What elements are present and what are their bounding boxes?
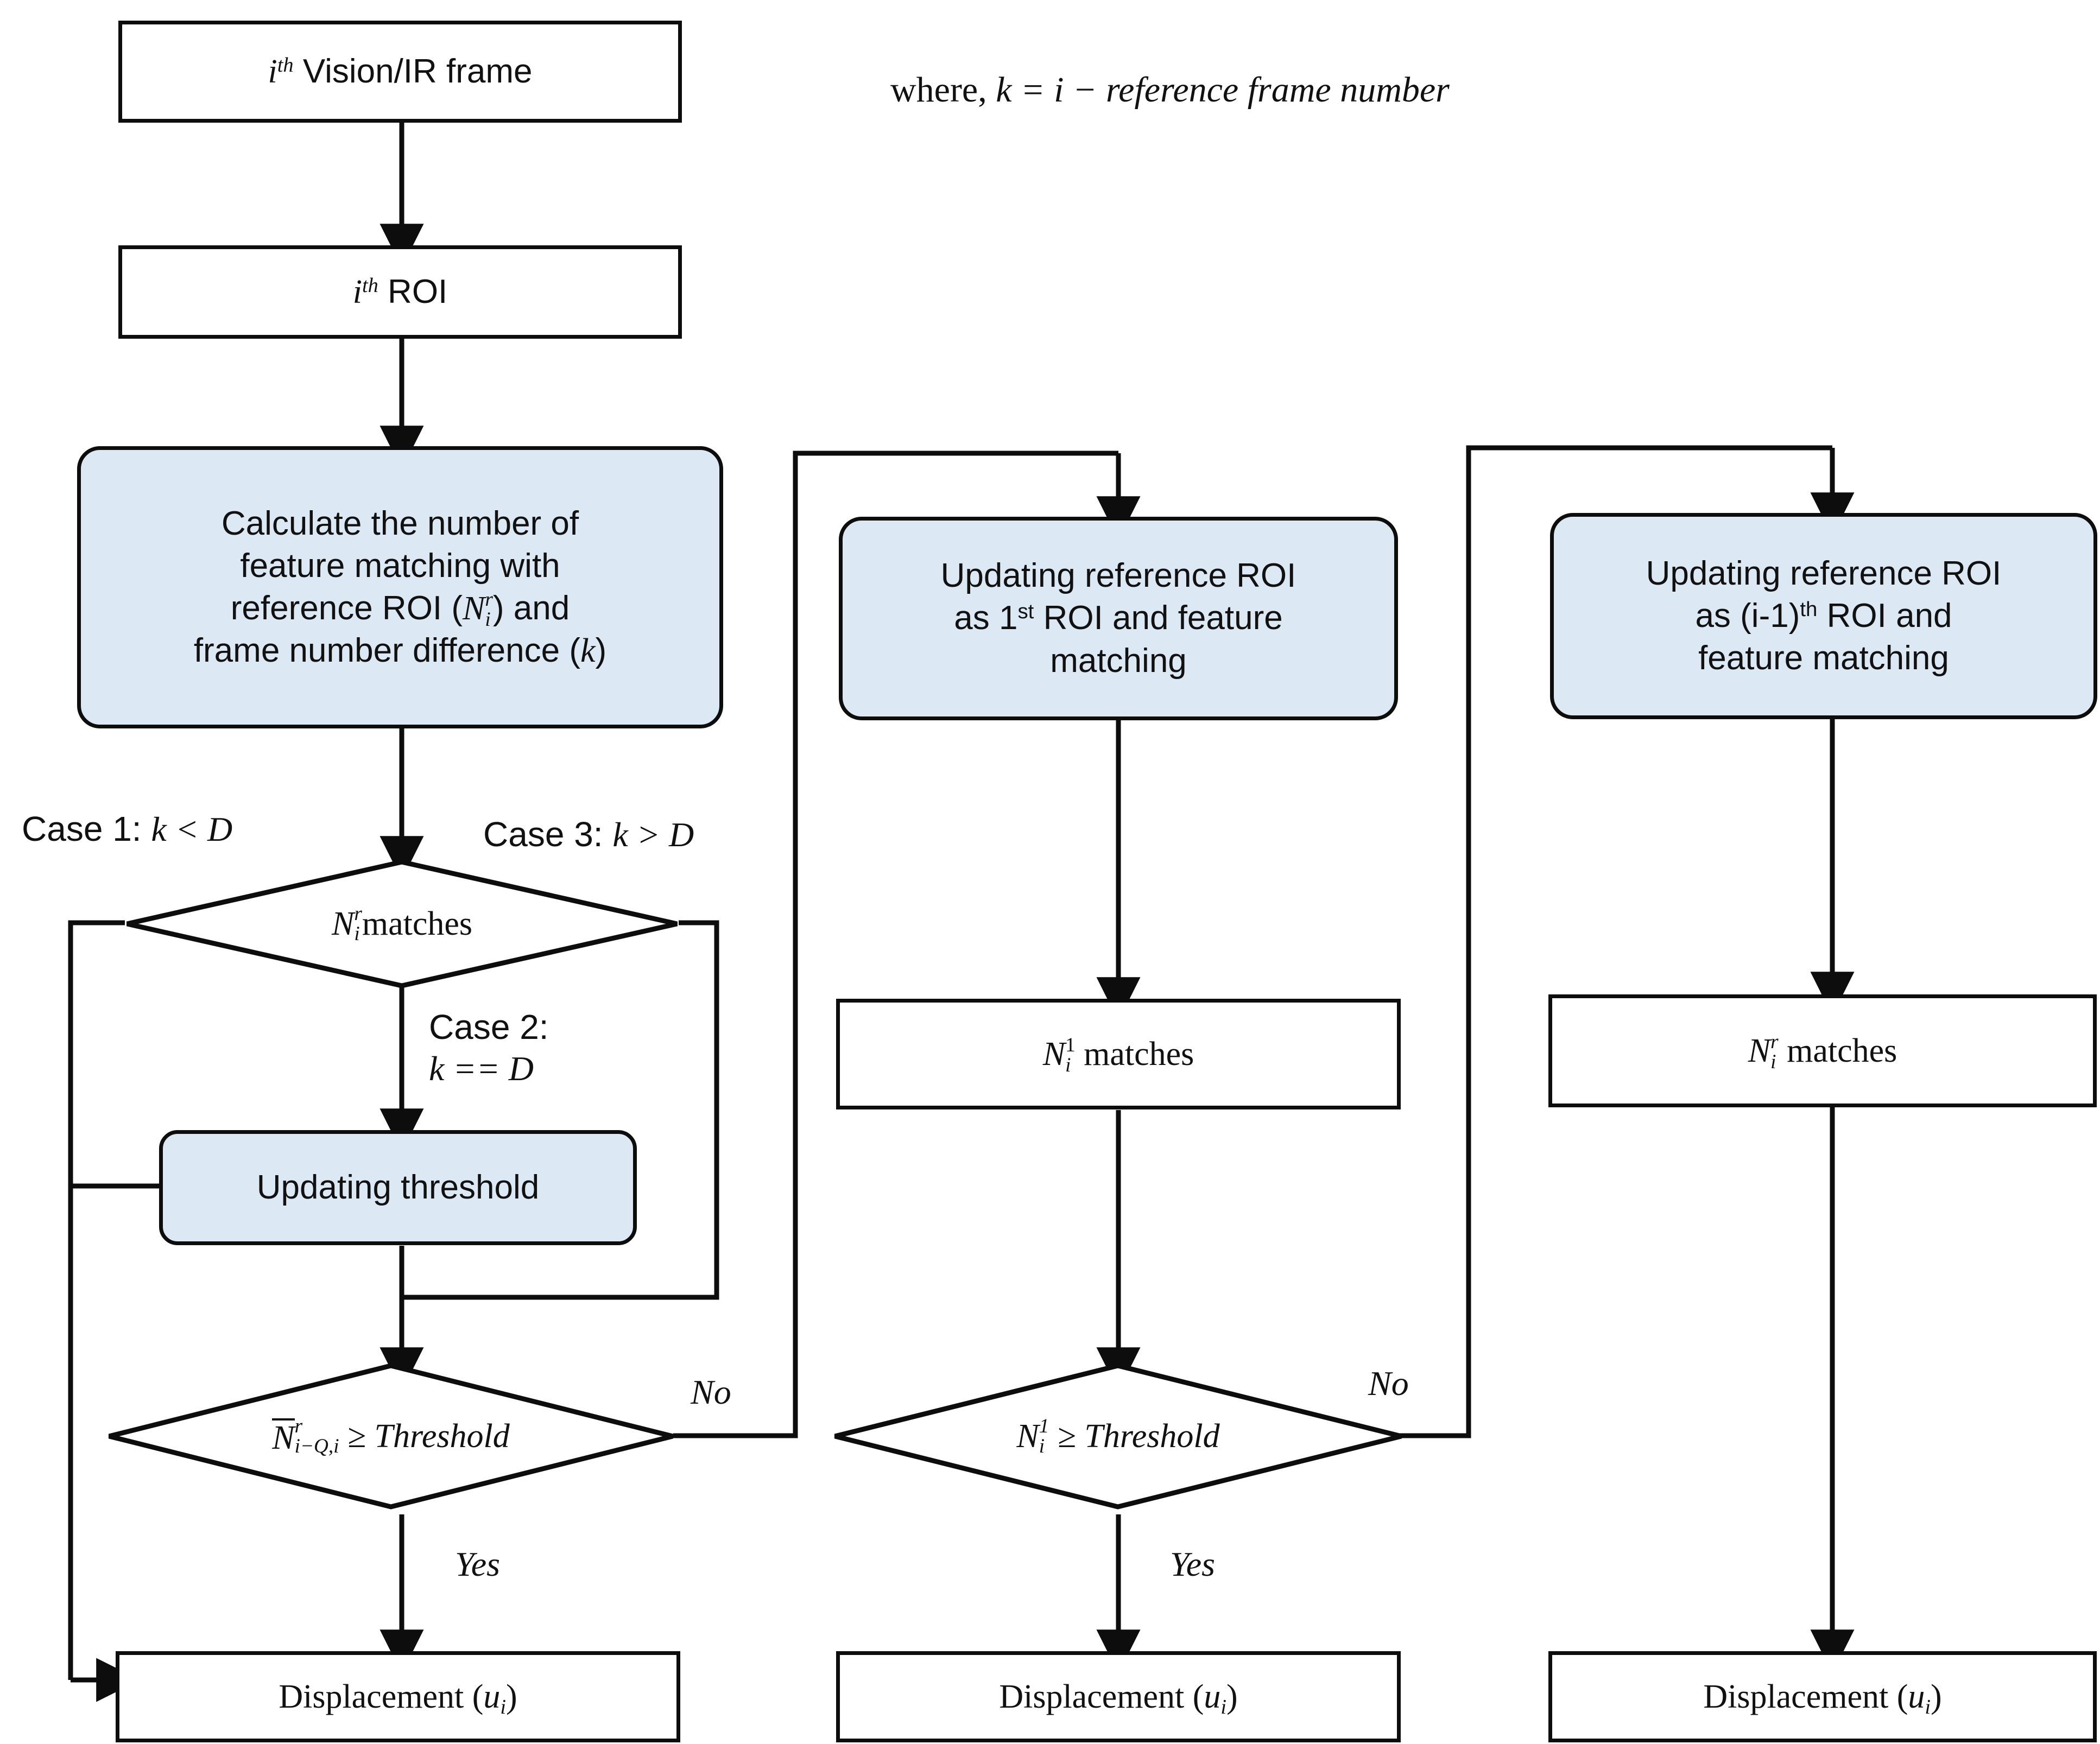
- where-note-text: where,: [890, 70, 996, 110]
- edge-label-case-2: Case 2: k == D: [429, 1007, 549, 1089]
- node-displacement-middle[interactable]: Displacement (ui): [836, 1651, 1401, 1742]
- edge-label-case-2-line2: k == D: [429, 1049, 534, 1088]
- node-displacement-right[interactable]: Displacement (ui): [1548, 1651, 2097, 1742]
- edge-label-case-1: Case 1: k < D: [22, 809, 233, 848]
- decision-ni-1-threshold-shape: [834, 1363, 1402, 1510]
- where-note-equation: k = i − reference frame number: [996, 70, 1450, 110]
- edge-label-case-2-line1: Case 2:: [429, 1007, 549, 1047]
- node-ith-vision-ir-frame-label: ith Vision/IR frame: [268, 52, 533, 90]
- node-displacement-right-label: Displacement (ui): [1703, 1678, 1942, 1718]
- decision-ni-r-matches-shape: [126, 859, 678, 988]
- node-ith-roi[interactable]: ith ROI: [118, 245, 682, 339]
- node-ith-vision-ir-frame[interactable]: ith Vision/IR frame: [118, 21, 682, 123]
- node-ith-roi-label: ith ROI: [352, 272, 448, 310]
- node-updating-threshold[interactable]: Updating threshold: [159, 1130, 637, 1245]
- node-displacement-middle-label: Displacement (ui): [999, 1678, 1238, 1718]
- edge-label-case-3: Case 3: k > D: [483, 815, 694, 854]
- edge-label-no-middle: No: [1368, 1364, 1409, 1403]
- node-updating-threshold-label: Updating threshold: [256, 1168, 540, 1206]
- decision-nbar-threshold-shape: [108, 1363, 674, 1510]
- edge-label-yes-left: Yes: [455, 1545, 501, 1583]
- edge-label-yes-middle: Yes: [1170, 1545, 1216, 1583]
- node-displacement-left-label: Displacement (ui): [279, 1678, 517, 1718]
- node-displacement-left[interactable]: Displacement (ui): [116, 1651, 680, 1742]
- where-note: where, k = i − reference frame number: [890, 69, 1450, 111]
- edge-label-no-left: No: [691, 1373, 731, 1411]
